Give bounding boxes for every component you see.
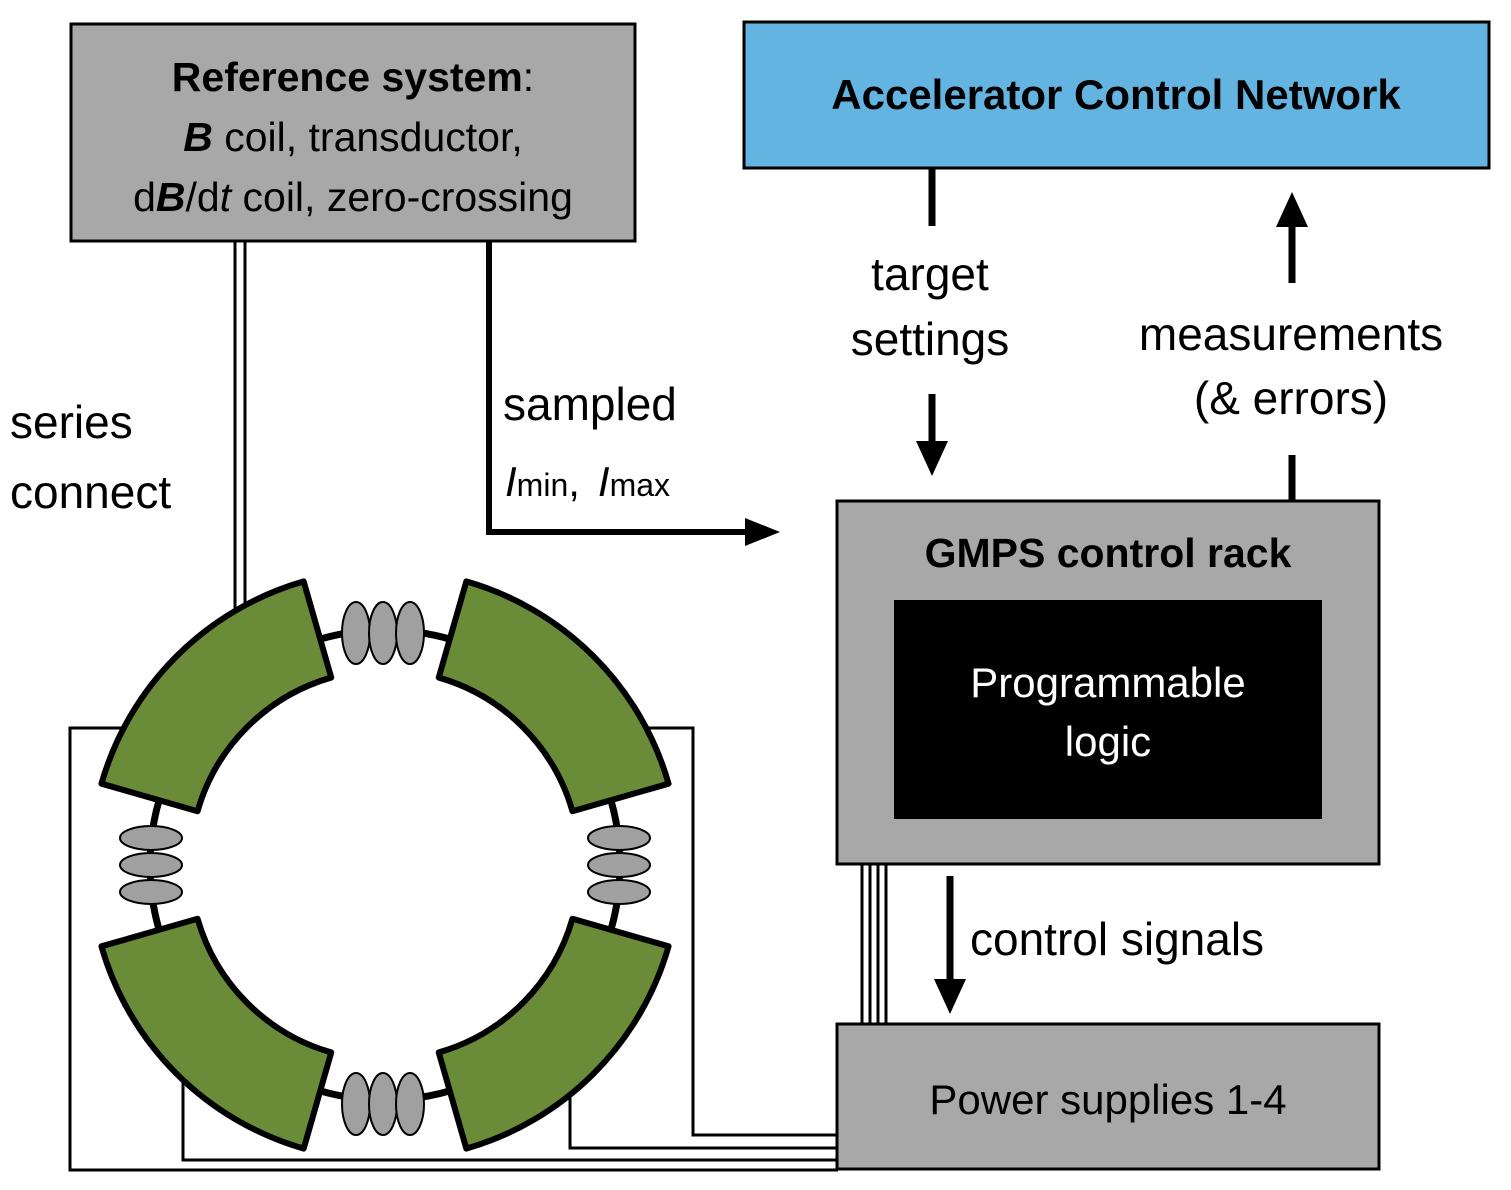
reference-system-title: Reference system: xyxy=(172,54,534,100)
reference-system-title-bold: Reference system xyxy=(172,54,523,100)
dipole-bottom-right xyxy=(435,915,672,1152)
acn-box: Accelerator Control Network xyxy=(742,20,1491,170)
measurements-label: measurements xyxy=(1139,308,1443,360)
programmable-logic-rect xyxy=(894,600,1322,819)
d-prefix: d xyxy=(133,174,156,220)
reference-system-line3: dB/dt coil, zero-crossing xyxy=(133,174,573,220)
acn-title: Accelerator Control Network xyxy=(831,71,1401,118)
quadrupole-top-1 xyxy=(341,601,371,665)
quadrupole-bottom-3 xyxy=(395,1072,425,1136)
quadrupole-bottom-2 xyxy=(368,1072,398,1136)
arrows xyxy=(486,168,1308,1014)
settings-label: settings xyxy=(851,313,1010,365)
acn-rect xyxy=(742,20,1491,170)
gmps-rack-title: GMPS control rack xyxy=(925,530,1292,576)
gmps-rack-box: GMPS control rack Programmable logic xyxy=(835,499,1381,866)
db-symbol: B xyxy=(156,174,186,220)
control-signals-label: control signals xyxy=(970,913,1264,965)
i-min-symbol: I xyxy=(505,458,517,505)
reference-system-line2: B coil, transductor, xyxy=(183,114,523,160)
measurements-arrow-head xyxy=(1276,192,1308,227)
reference-system-line3-rest: coil, zero-crossing xyxy=(231,174,573,220)
programmable-logic-line2: logic xyxy=(1065,718,1151,765)
power-supplies-title: Power supplies 1-4 xyxy=(929,1076,1286,1123)
quadrupole-left-1 xyxy=(119,825,183,851)
i-max-sub: max xyxy=(610,467,670,503)
b-symbol: B xyxy=(183,114,213,160)
accelerator-ring xyxy=(98,578,672,1152)
i-separator: , xyxy=(568,458,580,505)
dipole-top-right xyxy=(435,578,672,815)
power-supplies-box: Power supplies 1-4 xyxy=(835,1022,1381,1171)
labels: series connect sampled Imin,Imax target … xyxy=(10,248,1443,965)
reference-system-rect xyxy=(69,22,637,243)
sampled-arrow-head xyxy=(745,518,780,546)
target-label: target xyxy=(871,248,989,300)
quadrupole-top-3 xyxy=(395,601,425,665)
quadrupole-top-2 xyxy=(368,601,398,665)
quadrupole-right-2 xyxy=(587,852,651,878)
reference-system-box: Reference system: B coil, transductor, d… xyxy=(69,22,637,243)
i-min-sub: min xyxy=(517,467,569,503)
errors-label: (& errors) xyxy=(1194,372,1388,424)
power-supplies-rect xyxy=(835,1022,1381,1171)
sampled-label: sampled xyxy=(503,378,677,430)
sampled-arrow-line xyxy=(486,242,750,535)
programmable-logic-line1: Programmable xyxy=(970,659,1245,706)
target-arrow-head xyxy=(916,441,948,476)
t-symbol: t xyxy=(220,174,233,220)
quadrupole-right-1 xyxy=(587,825,651,851)
quadrupole-bottom-1 xyxy=(341,1072,371,1136)
quadrupole-right-3 xyxy=(587,879,651,905)
imin-imax-label: Imin, Imax xyxy=(505,458,670,505)
reference-system-title-colon: : xyxy=(523,54,534,100)
dipole-bottom-left xyxy=(98,915,335,1152)
control-arrow-head xyxy=(934,979,966,1014)
connect-label: connect xyxy=(10,466,171,518)
dt-slash: /d xyxy=(186,174,220,220)
i-max-symbol: I xyxy=(598,458,610,505)
reference-system-line2-rest: coil, transductor, xyxy=(213,114,523,160)
quadrupole-left-2 xyxy=(119,852,183,878)
series-label: series xyxy=(10,396,133,448)
dipole-top-left xyxy=(98,578,335,815)
quadrupole-left-3 xyxy=(119,879,183,905)
